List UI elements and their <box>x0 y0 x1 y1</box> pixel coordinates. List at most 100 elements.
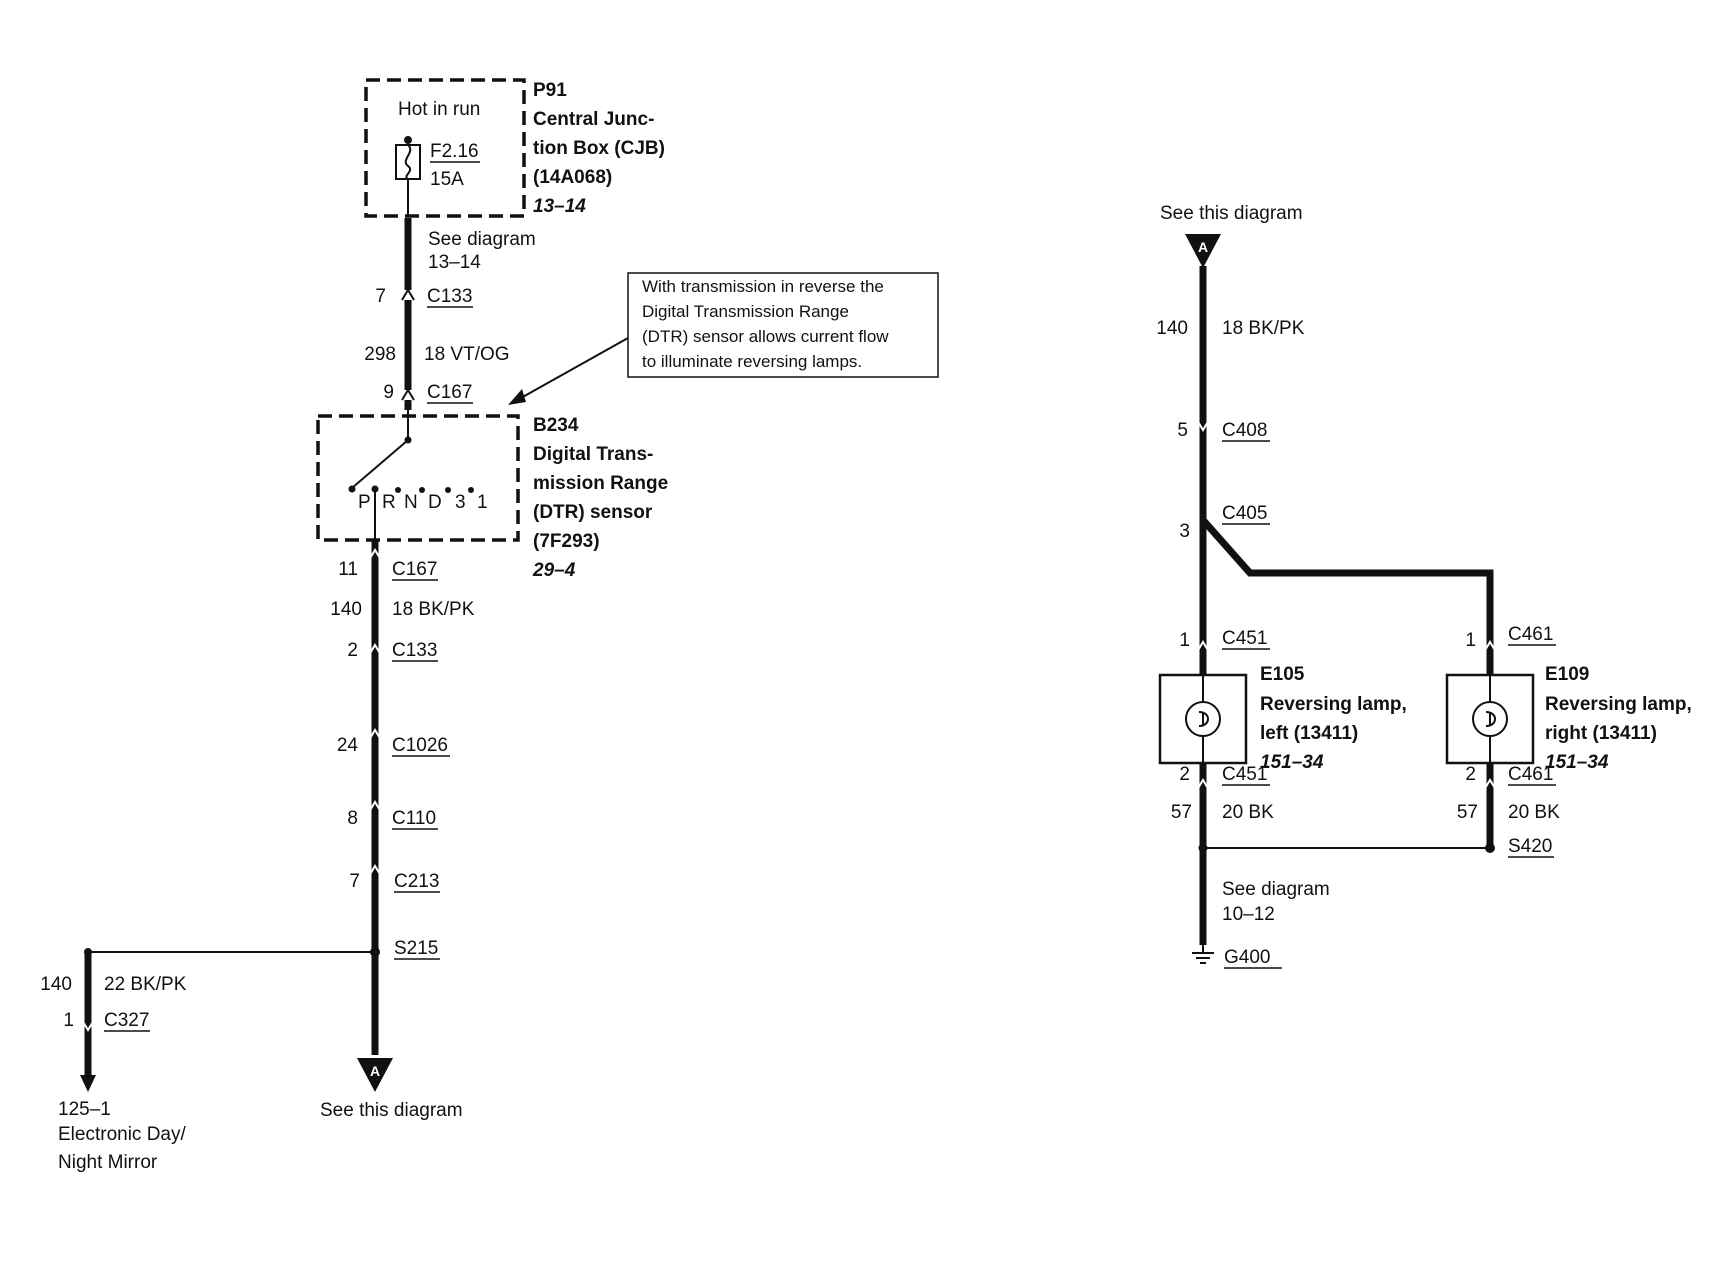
see-this-diagram-right: See this diagram <box>1160 203 1303 224</box>
cjb-part-number: (14A068) <box>533 167 612 188</box>
lamp-e109: E109 Reversing lamp, right (13411) 151–3… <box>1445 664 1692 773</box>
connector-a-right-icon <box>1185 234 1221 268</box>
dtr-name-line1: Digital Trans- <box>533 444 653 465</box>
dtr-sensor-b234: P R N D 3 1 B234 Digital Trans- mission … <box>316 410 668 581</box>
c408-pin: 5 <box>1177 420 1188 441</box>
dtr-position-r: R <box>382 492 396 513</box>
fuse-rating-label: 15A <box>430 169 464 190</box>
c133-top-pin: 7 <box>375 286 386 307</box>
connector-a-left-icon <box>357 1058 393 1092</box>
c461-top-connector: C461 <box>1508 624 1553 645</box>
right-circuit-57-wire: 20 BK <box>1508 802 1560 823</box>
c461-bottom-connector-icon <box>1483 778 1497 791</box>
dtr-contact-1-icon <box>468 487 474 493</box>
c461-top-connector-icon <box>1483 640 1497 653</box>
c110-connector-icon <box>368 800 382 813</box>
c1026-connector: C1026 <box>392 735 448 756</box>
dtr-position-3: 3 <box>455 492 466 513</box>
right-circuit-140-wire: 18 BK/PK <box>1222 318 1305 339</box>
ground-icon <box>1192 945 1214 964</box>
dtr-contact-r-icon <box>371 485 379 493</box>
bulb-icon <box>1185 701 1221 737</box>
c1026-connector-icon <box>368 728 382 741</box>
c451-top-connector: C451 <box>1222 628 1267 649</box>
note-line3: (DTR) sensor allows current flow <box>642 327 889 346</box>
mirror-dest-line2: Night Mirror <box>58 1152 158 1173</box>
c461-bottom-pin: 2 <box>1465 764 1476 785</box>
c451-bottom-connector: C451 <box>1222 764 1267 785</box>
dtr-name-line2: mission Range <box>533 473 668 494</box>
note-line2: Digital Transmission Range <box>642 302 849 321</box>
c133-bottom-pin: 2 <box>347 640 358 661</box>
c167-top-connector: C167 <box>427 382 472 403</box>
c451-bottom-pin: 2 <box>1179 764 1190 785</box>
mirror-arrow-icon <box>80 1075 96 1092</box>
s420-splice-icon <box>1485 843 1495 853</box>
bulb-icon <box>1472 701 1508 737</box>
dtr-id: B234 <box>533 415 579 436</box>
c213-pin: 7 <box>349 871 360 892</box>
c451-bottom-connector-icon <box>1196 778 1210 791</box>
lamp-e109-name-line1: Reversing lamp, <box>1545 694 1692 715</box>
c405-pin: 3 <box>1179 521 1190 542</box>
c167-top-connector-icon <box>401 388 415 401</box>
c327-connector: C327 <box>104 1010 149 1031</box>
dtr-part-number: (7F293) <box>533 531 600 552</box>
c167-top-pin: 9 <box>383 382 394 403</box>
g400-label: G400 <box>1224 947 1270 968</box>
circuit-140-number: 140 <box>330 599 362 620</box>
dtr-contact-n-icon <box>395 487 401 493</box>
mirror-dest-line1: Electronic Day/ <box>58 1124 186 1145</box>
cjb-ref: 13–14 <box>533 196 586 217</box>
hot-in-run-label: Hot in run <box>398 99 480 120</box>
c461-bottom-connector: C461 <box>1508 764 1553 785</box>
dtr-dashed-outline <box>316 414 520 542</box>
note-pointer-arrow-icon <box>508 389 526 405</box>
see-diagram-top-line1: See diagram <box>428 229 536 250</box>
note-pointer-line <box>511 337 629 404</box>
circuit-140-wire: 18 BK/PK <box>392 599 475 620</box>
cjb-name-line1: Central Junc- <box>533 109 654 130</box>
c451-top-connector-icon <box>1196 640 1210 653</box>
dtr-position-d: D <box>428 492 442 513</box>
c451-top-pin: 1 <box>1179 630 1190 651</box>
c167-bottom-pin: 11 <box>338 559 358 580</box>
c1026-pin: 24 <box>337 735 359 756</box>
c408-connector-icon <box>1196 419 1210 432</box>
note-box: With transmission in reverse the Digital… <box>508 272 939 405</box>
lamp-e109-id: E109 <box>1545 664 1589 685</box>
mirror-circuit-number: 140 <box>40 974 72 995</box>
circuit-298-number: 298 <box>364 344 396 365</box>
c405-connector: C405 <box>1222 503 1267 524</box>
cjb-name-line2: tion Box (CJB) <box>533 138 665 159</box>
lamp-e105-ref: 151–34 <box>1260 752 1324 773</box>
dtr-position-1: 1 <box>477 492 488 513</box>
mirror-wire: 22 BK/PK <box>104 974 187 995</box>
lamp-e105: E105 Reversing lamp, left (13411) 151–34 <box>1158 664 1407 773</box>
c213-connector: C213 <box>394 871 439 892</box>
c167-bottom-connector-icon <box>368 548 382 561</box>
dtr-ref: 29–4 <box>532 560 576 581</box>
see-diagram-top-line2: 13–14 <box>428 252 481 273</box>
lamp-e105-name-line2: left (13411) <box>1260 723 1358 744</box>
c461-top-pin: 1 <box>1465 630 1476 651</box>
lamp-e105-id: E105 <box>1260 664 1305 685</box>
lamp-e109-name-line2: right (13411) <box>1545 723 1657 744</box>
c133-bottom-connector: C133 <box>392 640 437 661</box>
c327-connector-icon <box>81 1019 95 1032</box>
c327-pin: 1 <box>63 1010 74 1031</box>
see-diagram-bottom-line1: See diagram <box>1222 879 1330 900</box>
left-circuit-57-number: 57 <box>1171 802 1192 823</box>
dtr-switch-arm <box>351 439 409 489</box>
c213-connector-icon <box>368 864 382 877</box>
see-diagram-bottom-line2: 10–12 <box>1222 904 1275 925</box>
cjb-id: P91 <box>533 80 567 101</box>
see-this-diagram-left: See this diagram <box>320 1100 463 1121</box>
c110-connector: C110 <box>392 808 436 829</box>
lamp-e105-name-line1: Reversing lamp, <box>1260 694 1407 715</box>
dtr-contact-3-icon <box>445 487 451 493</box>
right-circuit-140-number: 140 <box>1156 318 1188 339</box>
s420-label: S420 <box>1508 836 1552 857</box>
note-line1: With transmission in reverse the <box>642 277 884 296</box>
